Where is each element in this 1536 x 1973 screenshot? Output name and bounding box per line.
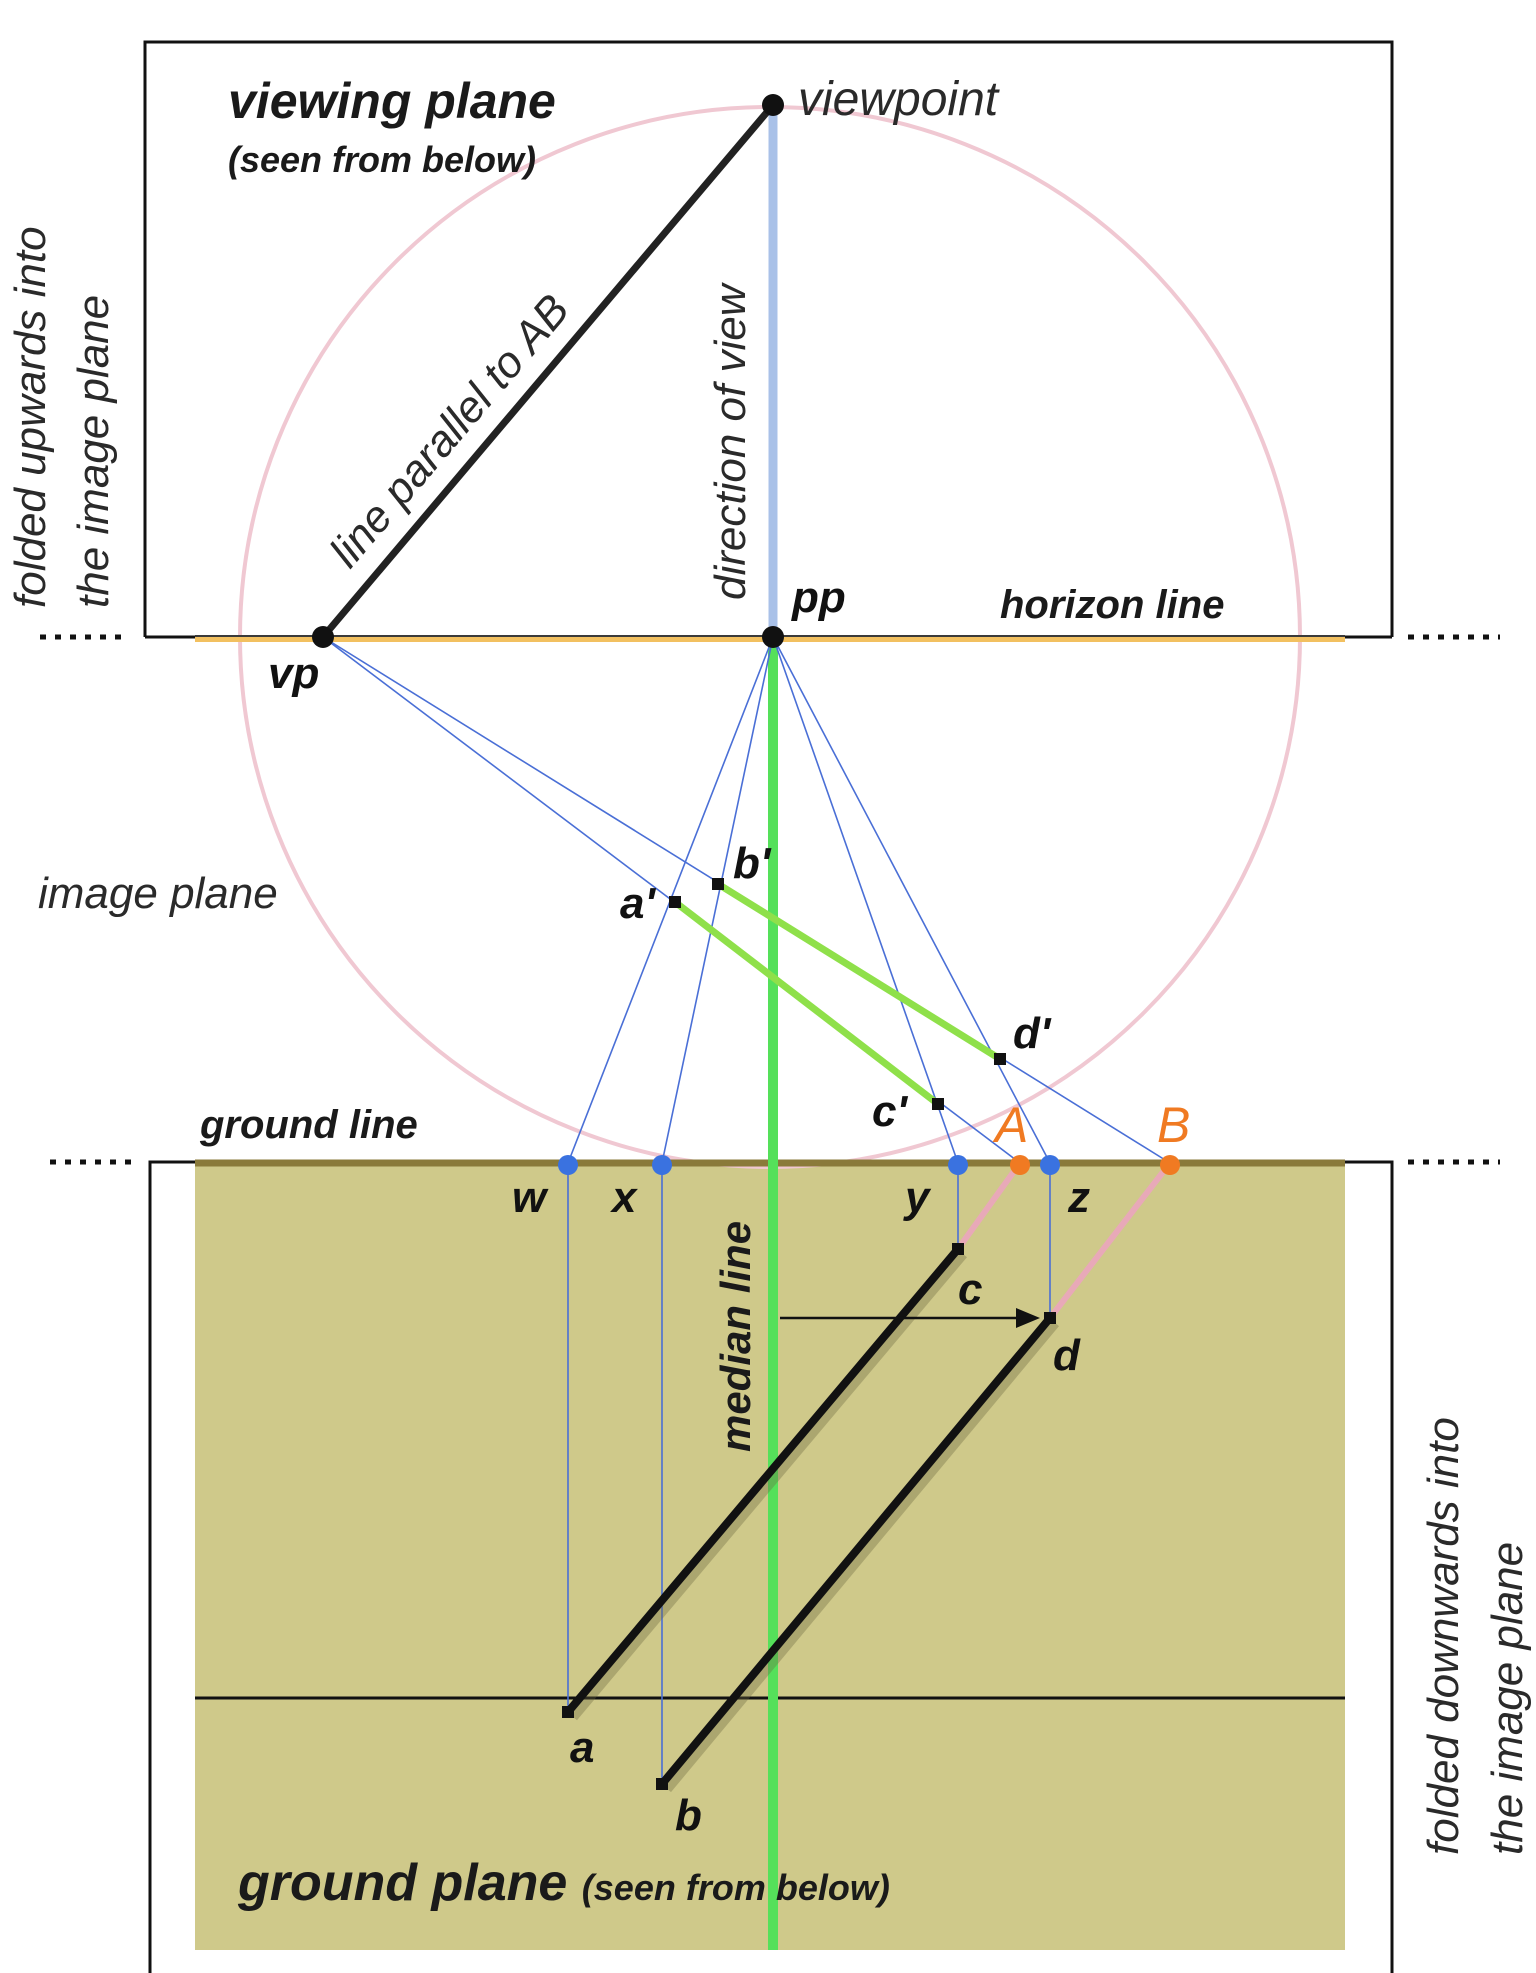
folded-down-line-1: folded downwards into — [1419, 1417, 1468, 1855]
horizon-line-label: horizon line — [1000, 583, 1224, 627]
ray-pp-to-y — [772, 636, 959, 1164]
point-B — [1160, 1155, 1180, 1175]
A-label: A — [992, 1097, 1028, 1153]
b-prime-label: b' — [733, 839, 772, 888]
point-d — [1044, 1312, 1056, 1324]
line-parallel-to-ab — [320, 102, 776, 640]
folded-up-line-1: folded upwards into — [6, 226, 55, 608]
ground-line-b-d — [658, 1315, 1054, 1787]
viewpoint-label: viewpoint — [798, 73, 1000, 126]
ray-pp-to-x — [661, 636, 774, 1164]
ground-plane-title-sub: (seen from below) — [582, 1867, 890, 1908]
viewing-plane-subtitle: (seen from below) — [228, 139, 536, 180]
point-x — [652, 1155, 672, 1175]
ray-pp-to-z — [772, 636, 1051, 1164]
c-label: c — [958, 1265, 982, 1314]
ground-line-a-c — [564, 1246, 962, 1715]
d-prime-label: d' — [1013, 1009, 1052, 1058]
point-c-prime — [932, 1098, 944, 1110]
point-a — [562, 1706, 574, 1718]
d-label: d — [1053, 1331, 1081, 1380]
ground-plane-title-main: ground plane — [237, 1854, 567, 1912]
ground-line-b-d-shadow — [661, 1317, 1059, 1793]
point-y — [948, 1155, 968, 1175]
image-line-b-d — [716, 881, 1002, 1062]
w-label: w — [512, 1173, 549, 1222]
z-label: z — [1067, 1173, 1090, 1222]
c-prime-label: c' — [872, 1087, 908, 1136]
x-label: x — [610, 1173, 638, 1222]
a-prime-label: a' — [620, 879, 656, 928]
folded-up-line-2: the image plane — [69, 295, 118, 608]
point-b-prime — [712, 878, 724, 890]
line-parallel-label: line parallel to AB — [320, 286, 579, 577]
median-line-label: median line — [712, 1221, 759, 1452]
point-d-prime — [994, 1053, 1006, 1065]
image-plane-label: image plane — [38, 869, 278, 918]
folded-down-line-2: the image plane — [1483, 1542, 1532, 1855]
viewpoint-dot — [762, 94, 784, 116]
point-z — [1040, 1155, 1060, 1175]
viewing-plane-title: viewing plane — [228, 73, 556, 129]
point-A — [1010, 1155, 1030, 1175]
offset-arrowhead — [1016, 1308, 1040, 1328]
y-label: y — [903, 1173, 932, 1222]
a-label: a — [570, 1723, 594, 1772]
ground-plane-title: ground plane (seen from below) — [237, 1854, 890, 1912]
ground-line-a-c-shadow — [567, 1248, 967, 1721]
point-c — [952, 1243, 964, 1255]
vp-label: vp — [268, 649, 319, 698]
ground-line-label: ground line — [199, 1103, 418, 1147]
segment-c-to-A — [955, 1161, 1023, 1251]
point-w — [558, 1155, 578, 1175]
point-b — [656, 1778, 668, 1790]
image-line-a-c — [672, 899, 941, 1107]
b-label: b — [675, 1791, 702, 1840]
direction-of-view-label: direction of view — [706, 281, 755, 600]
pp-dot — [762, 626, 784, 648]
B-label: B — [1157, 1097, 1190, 1153]
point-a-prime — [669, 896, 681, 908]
pp-label: pp — [791, 573, 846, 622]
segment-d-to-B — [1047, 1161, 1173, 1320]
vp-dot — [312, 626, 334, 648]
viewing-plane-frame — [143, 40, 1394, 637]
